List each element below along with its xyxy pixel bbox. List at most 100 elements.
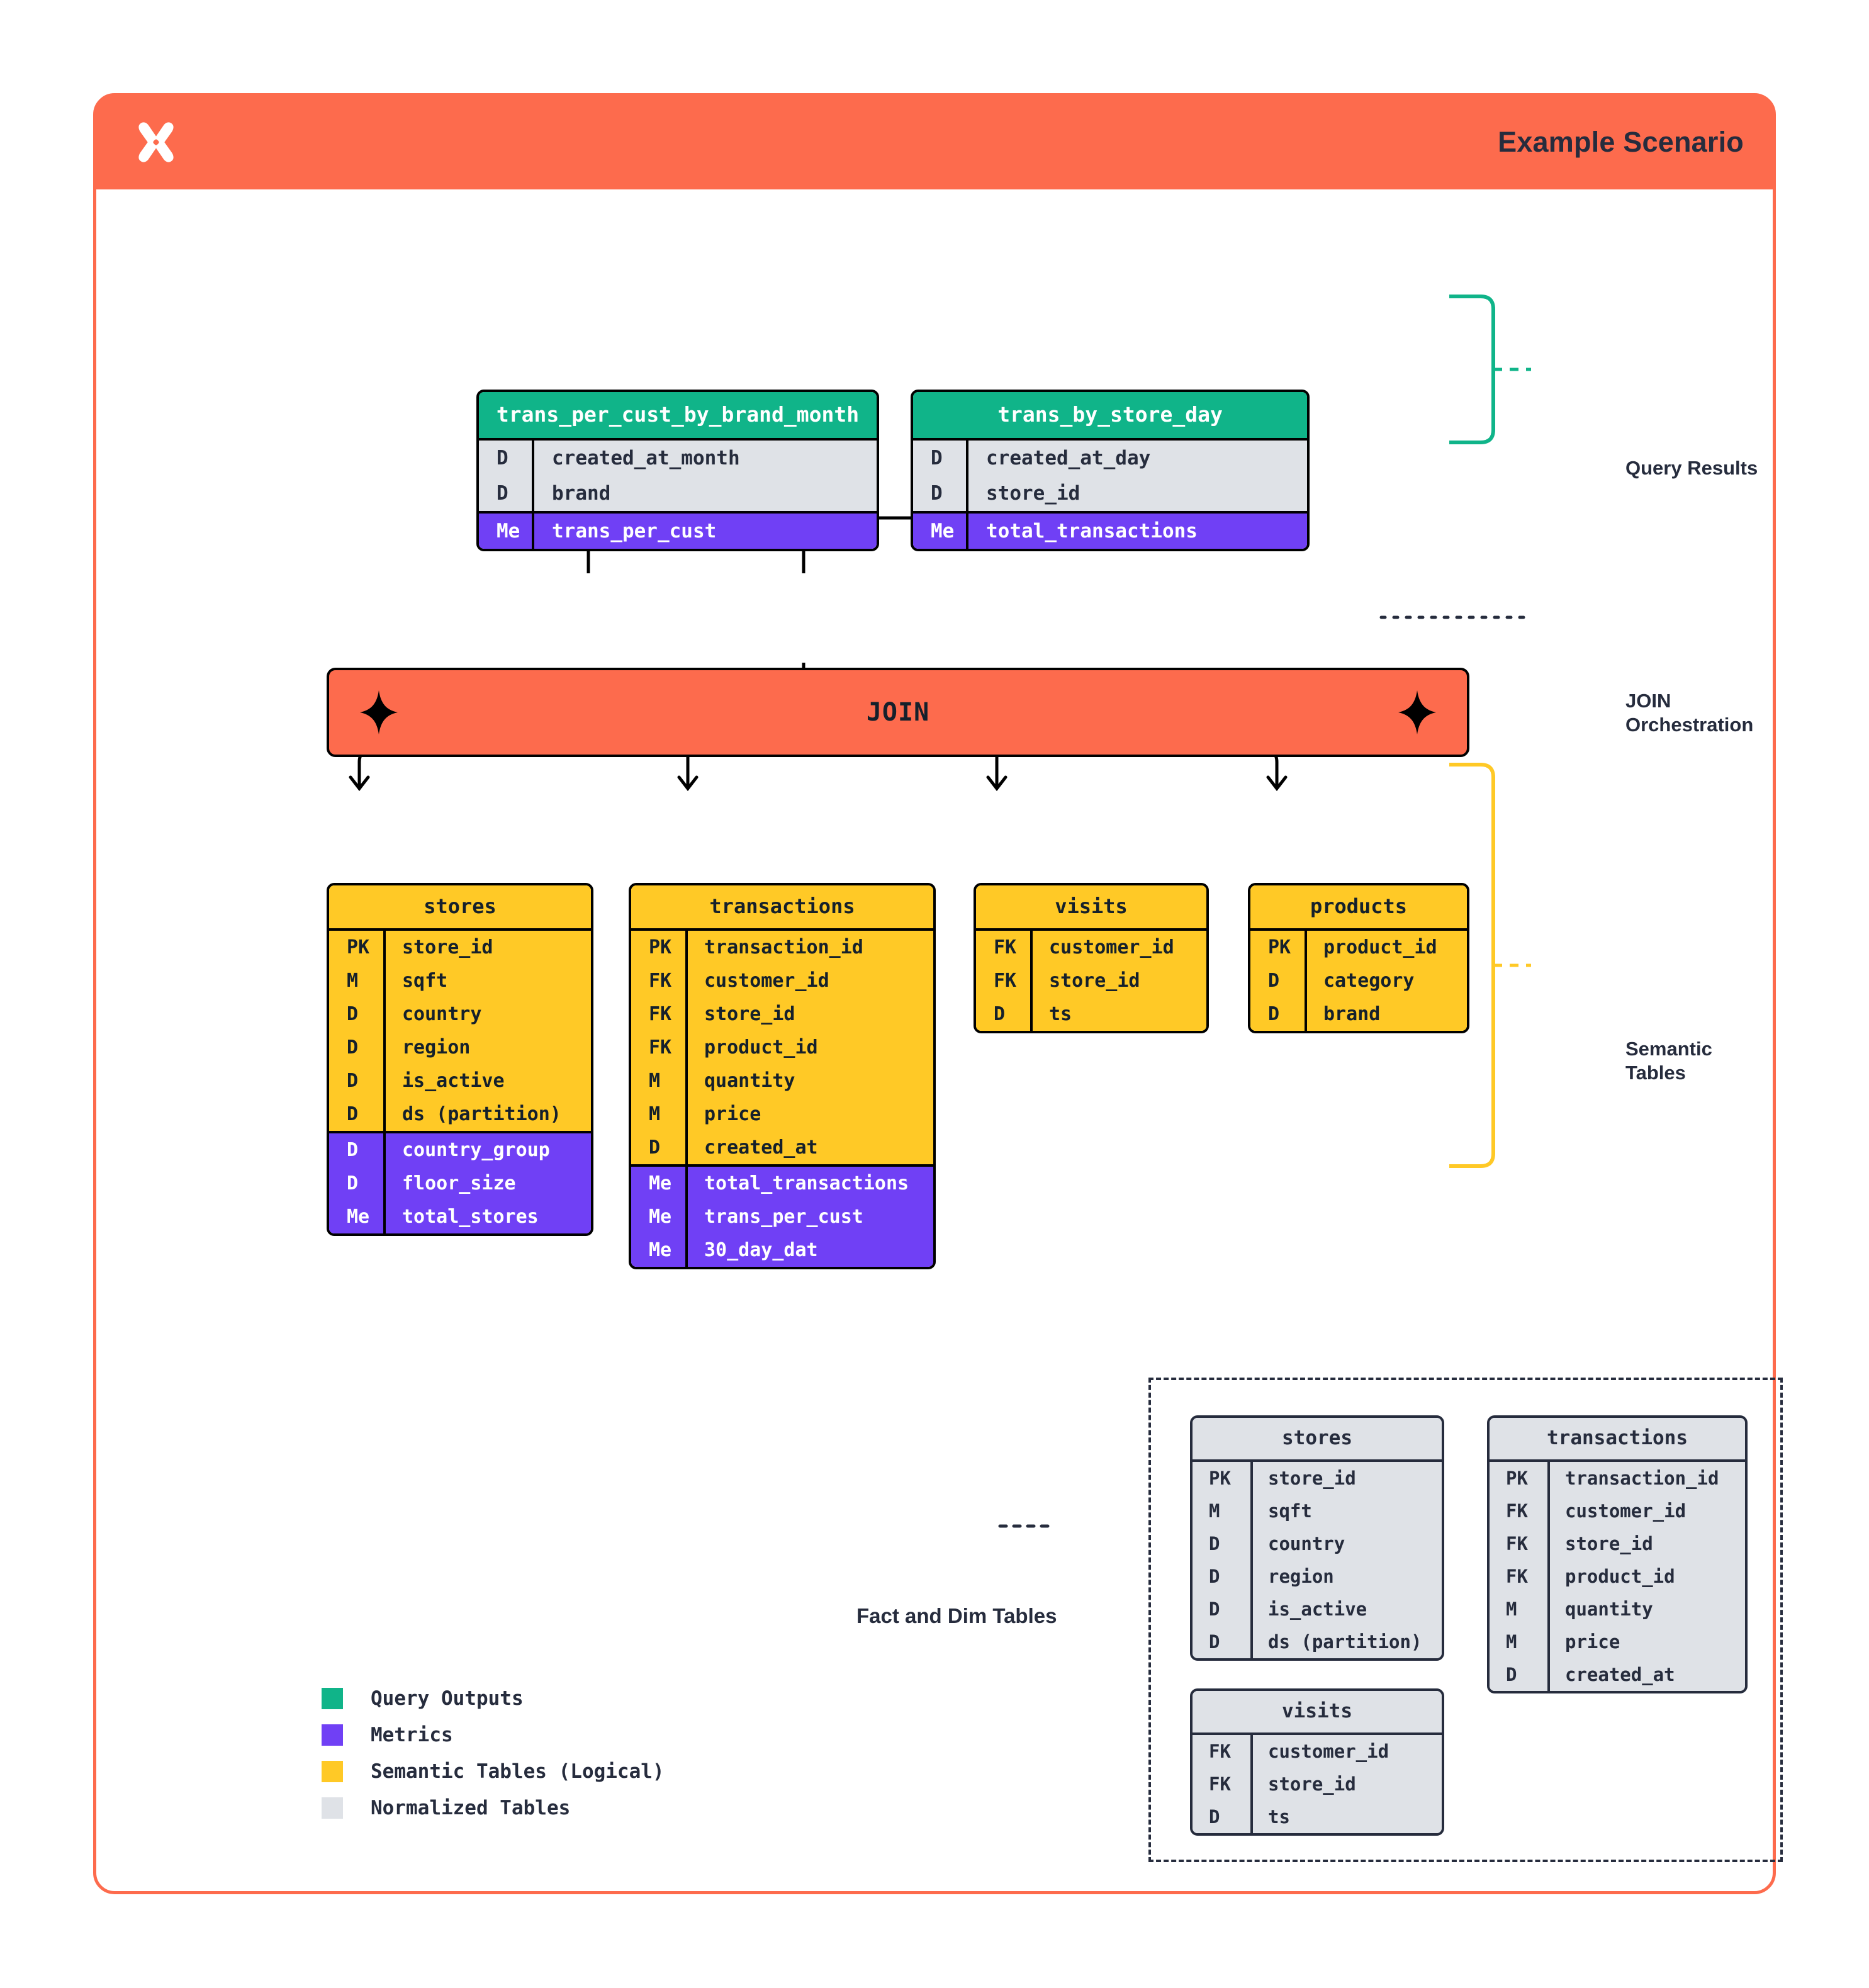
field-key: D xyxy=(1193,1560,1253,1593)
field-key: FK xyxy=(976,931,1033,964)
field-key: M xyxy=(329,964,386,997)
field-key: D xyxy=(479,476,534,511)
fact-and-dim-group xyxy=(1148,1378,1783,1862)
legend-label: Semantic Tables (Logical) xyxy=(371,1760,665,1783)
annotation-fact-and-dim-tables: Fact and Dim Tables xyxy=(856,1604,1057,1627)
sparkle-icon xyxy=(1398,690,1437,734)
table-row: D store_id xyxy=(913,476,1307,511)
field-name: brand xyxy=(1323,1003,1381,1025)
field-key: PK xyxy=(631,931,688,964)
table-row: FK customer_id xyxy=(976,931,1206,964)
table-title: trans_per_cust_by_brand_month xyxy=(479,392,877,441)
field-key: D xyxy=(913,441,968,476)
query-result-table[interactable]: trans_per_cust_by_brand_month D created_… xyxy=(476,390,879,551)
field-name: store_id xyxy=(402,936,493,958)
field-name: customer_id xyxy=(704,970,829,992)
field-name: created_at_day xyxy=(986,447,1151,469)
field-key: PK xyxy=(1193,1462,1253,1495)
field-key: D xyxy=(329,1064,386,1098)
field-name: store_id xyxy=(1049,970,1140,992)
field-name: ts xyxy=(1049,1003,1072,1025)
table-row: PK transaction_id xyxy=(631,931,933,964)
field-name: transaction_id xyxy=(704,936,863,958)
field-key: FK xyxy=(1490,1560,1550,1593)
field-name: price xyxy=(704,1103,761,1125)
legend: Query Outputs Metrics Semantic Tables (L… xyxy=(322,1687,665,1833)
field-name: quantity xyxy=(1565,1598,1653,1620)
field-key: PK xyxy=(329,931,386,964)
field-key: FK xyxy=(631,1031,688,1064)
field-name: country xyxy=(1268,1533,1345,1554)
field-name: customer_id xyxy=(1565,1500,1687,1522)
field-key: D xyxy=(329,1133,386,1167)
legend-label: Query Outputs xyxy=(371,1687,524,1710)
field-name: sqft xyxy=(1268,1500,1312,1522)
field-name: region xyxy=(402,1036,471,1059)
field-name: is_active xyxy=(402,1070,505,1092)
field-name: ds (partition) xyxy=(1268,1631,1422,1653)
page-title: Example Scenario xyxy=(1498,126,1744,158)
field-key: D xyxy=(1193,1626,1253,1658)
table-row: FK product_id xyxy=(1490,1560,1745,1593)
legend-swatch-semantic-tables xyxy=(322,1761,343,1782)
field-name: customer_id xyxy=(1049,936,1174,958)
field-key: Me xyxy=(631,1233,688,1267)
table-row: PK store_id xyxy=(329,931,591,964)
field-key: D xyxy=(329,997,386,1031)
field-key: PK xyxy=(1490,1462,1550,1495)
field-key: FK xyxy=(1490,1527,1550,1560)
field-name: ts xyxy=(1268,1806,1290,1828)
table-title: transactions xyxy=(1490,1418,1745,1462)
field-key: M xyxy=(1193,1495,1253,1527)
field-key: D xyxy=(631,1131,688,1164)
semantic-table-transactions[interactable]: transactions PK transaction_id FK customer… xyxy=(629,883,936,1269)
field-key: Me xyxy=(329,1200,386,1233)
field-name: total_transactions xyxy=(986,520,1198,542)
field-name: category xyxy=(1323,970,1415,992)
table-title: stores xyxy=(1193,1418,1442,1462)
table-title: trans_by_store_day xyxy=(913,392,1307,441)
table-title: transactions xyxy=(631,885,933,931)
field-key: M xyxy=(631,1064,688,1098)
metric-row: Me trans_per_cust xyxy=(479,511,877,549)
field-key: Me xyxy=(913,514,968,549)
field-key: FK xyxy=(1193,1735,1253,1768)
field-name: price xyxy=(1565,1631,1620,1653)
field-name: brand xyxy=(552,482,611,505)
field-key: D xyxy=(1193,1527,1253,1560)
metric-row: Me total_transactions xyxy=(913,511,1307,549)
field-key: D xyxy=(329,1098,386,1131)
field-key: Me xyxy=(631,1200,688,1233)
field-name: total_transactions xyxy=(704,1172,909,1194)
query-result-table[interactable]: trans_by_store_day D created_at_day D st… xyxy=(911,390,1310,551)
field-name: product_id xyxy=(1565,1566,1675,1587)
field-key: D xyxy=(976,997,1033,1031)
field-name: created_at_month xyxy=(552,447,740,469)
join-orchestration-bar[interactable]: JOIN xyxy=(327,668,1469,757)
